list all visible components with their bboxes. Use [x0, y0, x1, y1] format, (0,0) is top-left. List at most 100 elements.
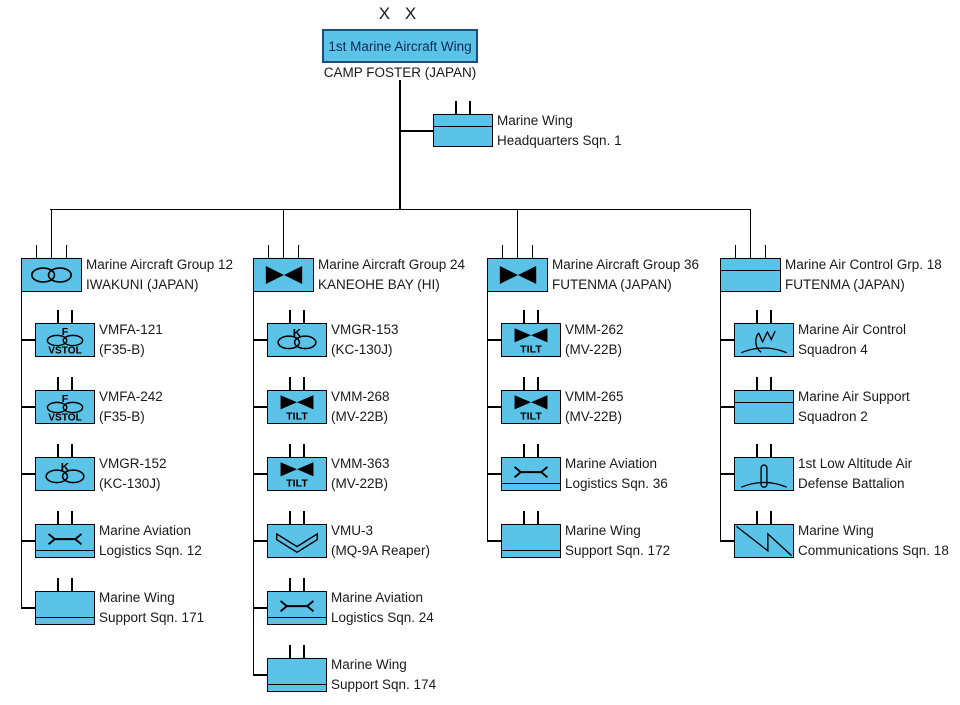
echelon-tick	[756, 310, 758, 323]
unit-box-mwss-171	[35, 591, 95, 625]
echelon-tick	[57, 310, 59, 323]
unit-label-line: KANEOHE BAY (HI)	[318, 277, 440, 292]
air-defense-missile-icon	[741, 464, 787, 488]
echelon-tick	[289, 444, 291, 457]
squadron-branch-line	[720, 339, 734, 341]
fixed-wing-icon	[30, 267, 73, 283]
uav-chevron-icon	[275, 532, 319, 554]
squadron-branch-line	[487, 406, 501, 408]
column-trunk-line	[720, 292, 722, 542]
squadron-branch-line	[253, 473, 267, 475]
squadron-branch-line	[487, 473, 501, 475]
echelon-tick	[303, 444, 305, 457]
wing-name: 1st Marine Aircraft Wing	[328, 38, 472, 54]
unit-label-line: (MV-22B)	[565, 342, 623, 357]
echelon-tick	[303, 511, 305, 524]
unit-box-vmu-3	[267, 524, 327, 558]
echelon-tick	[289, 377, 291, 390]
unit-label-line: 1st Low Altitude Air	[798, 456, 913, 471]
svg-text:TILT: TILT	[286, 479, 308, 490]
unit-label-line: FUTENMA (JAPAN)	[552, 277, 672, 292]
echelon-tick	[764, 245, 767, 258]
tiltrotor-icon	[265, 266, 303, 284]
echelon-tick	[770, 310, 772, 323]
unit-box-mass-2	[734, 390, 794, 424]
unit-box-laad-1	[734, 457, 794, 491]
hq-branch-line	[400, 130, 433, 132]
aviation-logistics-icon	[279, 600, 315, 613]
unit-label-line: VMM-363	[331, 456, 390, 471]
echelon-tick	[537, 377, 539, 390]
unit-label: VMM-268 (MV-22B)	[331, 387, 390, 427]
wing-trunk-line	[399, 80, 401, 209]
echelon-tick	[756, 511, 758, 524]
echelon-tick	[71, 310, 73, 323]
unit-label-line: (MV-22B)	[331, 409, 389, 424]
bottom-band	[268, 616, 326, 618]
unit-label-line: Marine Aircraft Group 24	[318, 257, 466, 272]
unit-label-line: VMM-262	[565, 322, 624, 337]
squadron-branch-line	[253, 674, 267, 676]
unit-label-line: VMM-265	[565, 389, 624, 404]
squadron-branch-line	[253, 339, 267, 341]
unit-label-line: (MV-22B)	[331, 476, 389, 491]
unit-label-line: VMM-268	[331, 389, 390, 404]
unit-label-line: Marine Wing	[99, 590, 175, 605]
unit-label-line: VMGR-153	[331, 322, 399, 337]
aviation-logistics-icon	[513, 466, 549, 479]
unit-label: VMGR-153(KC-130J)	[331, 320, 399, 360]
unit-label: VMFA-121 (F35-B)	[99, 320, 163, 360]
echelon-tick	[289, 511, 291, 524]
unit-box-mals-24	[267, 591, 327, 625]
unit-label-line: Marine Aircraft Group 36	[552, 257, 700, 272]
column-trunk-line	[253, 292, 255, 676]
echelon-tick	[282, 245, 285, 258]
unit-label-line: Squadron 4	[798, 342, 868, 357]
svg-text:TILT: TILT	[520, 412, 542, 423]
unit-label: VMM-265 (MV-22B)	[565, 387, 624, 427]
unit-label-line: Support Sqn. 171	[99, 610, 205, 625]
unit-label-line: Support Sqn. 172	[565, 543, 671, 558]
wing-echelon-label: X X	[378, 4, 422, 23]
unit-box-mwss-174	[267, 658, 327, 692]
echelon-tick	[71, 578, 73, 591]
echelon-tick	[71, 511, 73, 524]
fixed-wing-tanker-icon: K	[277, 328, 317, 350]
echelon-tick	[297, 245, 300, 258]
unit-label: VMGR-152(KC-130J)	[99, 454, 167, 494]
squadron-branch-line	[720, 540, 734, 542]
unit-box-marine-wing-hq-sqn-1	[433, 114, 493, 147]
unit-label-line: Marine Aviation	[331, 590, 424, 605]
echelon-tick	[531, 245, 534, 258]
communications-flash-icon	[736, 525, 793, 557]
echelon-tick	[523, 310, 525, 323]
wing-location: CAMP FOSTER (JAPAN)	[323, 65, 477, 80]
unit-label-line: VMU-3	[331, 523, 374, 538]
unit-box-vmm-268: TILT	[267, 390, 327, 424]
unit-label-line: (F35-B)	[99, 342, 145, 357]
unit-label-line: VMFA-242	[99, 389, 163, 404]
bottom-band	[36, 549, 94, 551]
echelon-tick	[756, 444, 758, 457]
unit-label-line: Marine Wing	[331, 657, 407, 672]
unit-box-mwss-172	[501, 524, 561, 558]
echelon-tick	[770, 511, 772, 524]
unit-label-line: Marine Wing	[565, 523, 641, 538]
unit-label-line: (MV-22B)	[565, 409, 623, 424]
top-band	[721, 269, 780, 271]
unit-label: Marine Aircraft Group 24 KANEOHE BAY (HI)	[318, 255, 465, 295]
echelon-tick	[65, 245, 68, 258]
unit-label-line: VMFA-121	[99, 322, 163, 337]
unit-box-mag-24	[253, 258, 314, 292]
unit-box-macg-18	[720, 258, 781, 292]
